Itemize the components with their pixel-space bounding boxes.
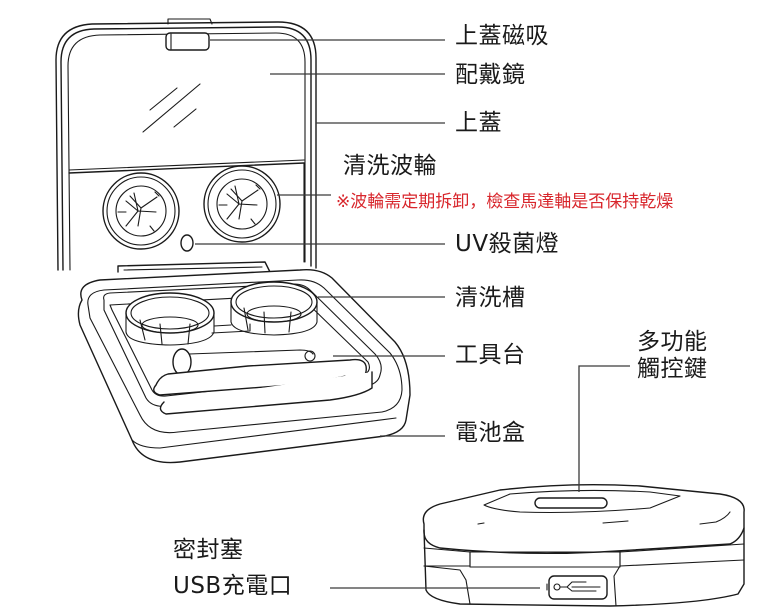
label-battery-box: 電池盒 [455, 420, 526, 446]
cleaning-wheel-right [203, 165, 281, 243]
label-cleaning-tank: 清洗槽 [455, 285, 526, 311]
cleaning-tank-left [125, 292, 215, 346]
open-case [55, 18, 411, 464]
label-lid: 上蓋 [455, 110, 502, 136]
leader-lines [195, 39, 630, 589]
label-tool-tray: 工具台 [455, 342, 526, 368]
label-usb-port: USB充電口 [173, 573, 293, 599]
label-seal-plug: 密封塞 [173, 537, 244, 563]
label-cleaning-wheel: 清洗波輪 [343, 153, 437, 179]
uv-lamp [180, 234, 194, 252]
hinge [117, 261, 271, 273]
closed-case [422, 483, 745, 607]
cleaning-tank-right [230, 281, 318, 336]
lid-mid [60, 26, 312, 271]
closed-top [422, 483, 745, 555]
usb-icon [553, 581, 601, 592]
tool-tray [153, 348, 373, 415]
warning-note: ※波輪需定期拆卸，檢查馬達軸是否保持乾燥 [336, 192, 674, 212]
label-lid-magnet: 上蓋磁吸 [455, 23, 549, 49]
seal-plug [469, 551, 621, 568]
cleaning-wheel-left [102, 172, 180, 250]
label-uv-lamp: UV殺菌燈 [455, 231, 560, 257]
label-mirror: 配戴鏡 [455, 62, 526, 88]
lid-outer [55, 21, 317, 271]
leader-touch-key [578, 365, 630, 492]
mirror-glint-icon [142, 83, 201, 133]
lid-magnet [165, 32, 210, 51]
label-touch-key-line1: 多功能 [637, 329, 708, 355]
touch-key [534, 497, 608, 509]
label-touch-key-line2: 觸控鍵 [637, 356, 708, 382]
